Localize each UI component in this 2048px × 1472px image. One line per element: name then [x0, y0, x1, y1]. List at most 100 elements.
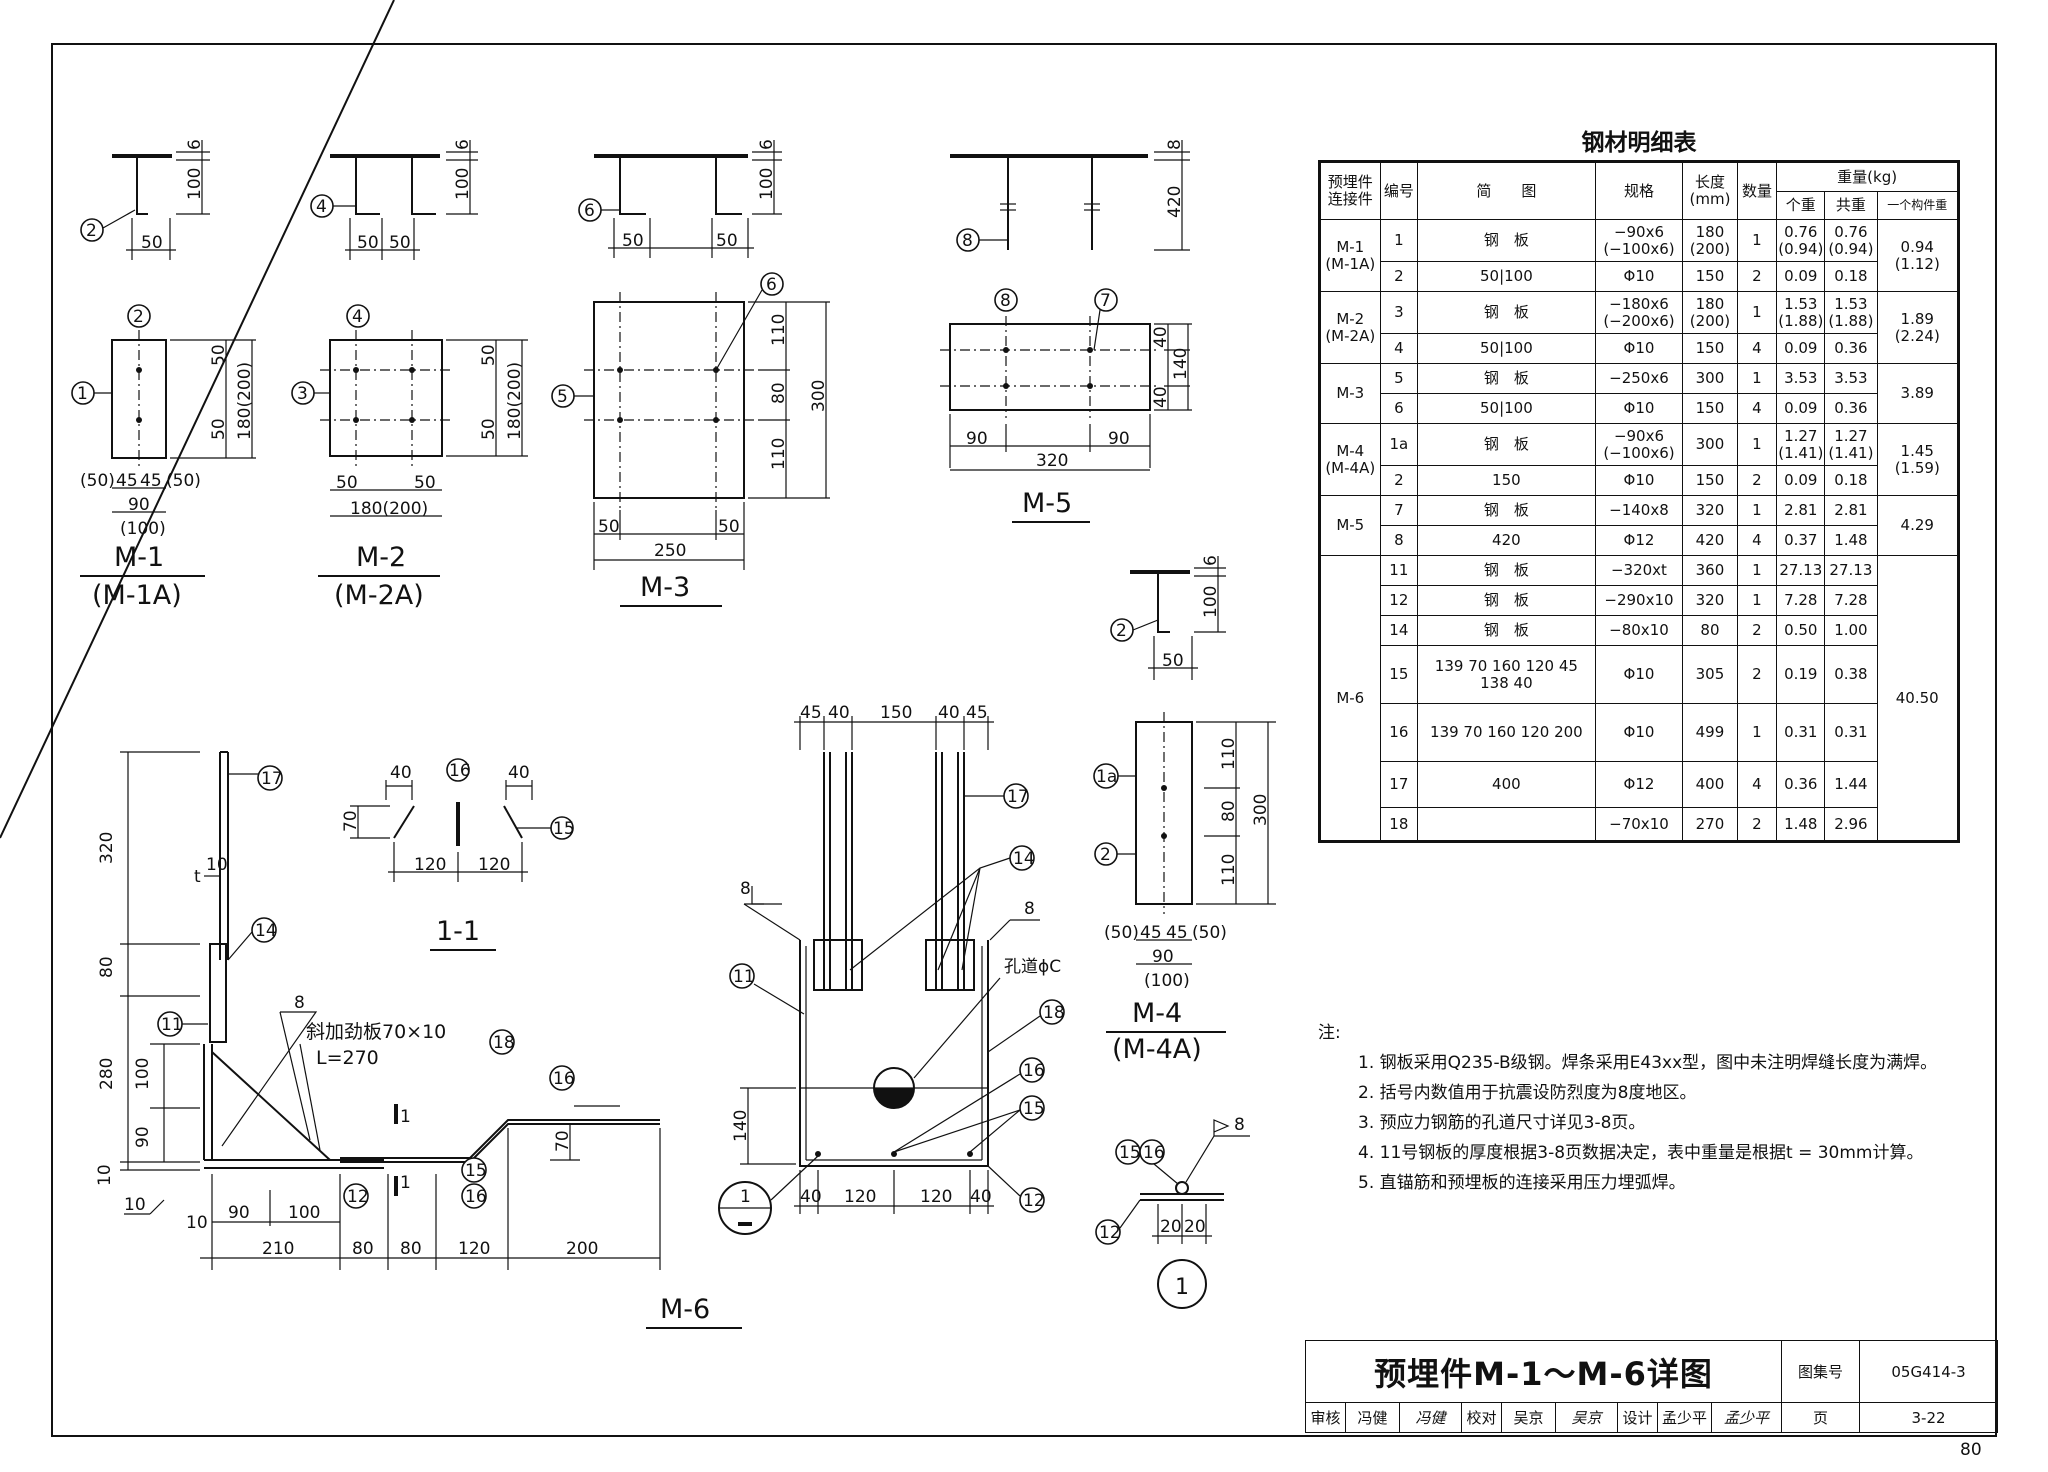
cell-unit: 0.19: [1776, 645, 1826, 704]
cell-no: 11: [1379, 555, 1419, 586]
cell-no: 8: [1379, 525, 1419, 556]
svg-text:90: 90: [228, 1203, 250, 1223]
svg-text:40: 40: [828, 703, 850, 723]
svg-text:140: 140: [731, 1110, 751, 1142]
svg-text:(100): (100): [120, 519, 166, 539]
svg-text:120: 120: [478, 855, 510, 875]
m6-annot-stiffener: 斜加劲板70×10: [306, 1021, 446, 1043]
svg-text:45: 45: [800, 703, 822, 723]
cell-length: 305: [1682, 645, 1738, 704]
cell-unit: 2.81: [1776, 495, 1826, 526]
cell-total: 0.76 (0.94): [1824, 219, 1878, 262]
designer-name: 孟少平: [1657, 1402, 1712, 1433]
svg-text:420: 420: [1165, 186, 1185, 218]
svg-text:8: 8: [962, 231, 973, 251]
cell-no: 2: [1379, 465, 1419, 496]
atlas-label: 图集号: [1781, 1340, 1861, 1403]
svg-text:90: 90: [133, 1126, 153, 1148]
svg-text:110: 110: [1219, 738, 1239, 770]
svg-text:17: 17: [1007, 787, 1029, 807]
drawing-m2: 6 100 50 50 4 4 3 50 50 180(200) 50 50 1…: [291, 139, 528, 611]
cell-sketch: 139 70 160 120 45 138 40: [1417, 645, 1596, 704]
note-1: 1. 钢板采用Q235-B级钢。焊条采用E43xx型，图中未注明焊缝长度为满焊。: [1358, 1053, 1938, 1073]
svg-text:15: 15: [1023, 1099, 1045, 1119]
cell-qty: 2: [1736, 615, 1778, 646]
cell-unit: 0.09: [1776, 393, 1826, 424]
svg-text:70: 70: [553, 1130, 573, 1152]
cell-member: 0.94 (1.12): [1876, 219, 1959, 292]
svg-text:15: 15: [1119, 1143, 1141, 1163]
cell-sketch: 50|100: [1417, 393, 1596, 424]
drawing-detail-1: 15 16 8 12 20 20 1: [1095, 1115, 1250, 1309]
cell-spec: Φ12: [1594, 761, 1684, 808]
svg-text:40: 40: [390, 763, 412, 783]
cell-sketch: 50|100: [1417, 333, 1596, 364]
cell-spec: −250x6: [1594, 363, 1684, 394]
cell-no: 6: [1379, 393, 1419, 424]
svg-text:80: 80: [352, 1239, 374, 1259]
col-weight: 重量(kg): [1776, 161, 1959, 192]
svg-text:180(200): 180(200): [350, 499, 428, 519]
cell-sketch: 钢 板: [1417, 555, 1596, 586]
svg-text:50: 50: [716, 231, 738, 251]
cell-length: 320: [1682, 585, 1738, 616]
cell-total: 0.31: [1824, 703, 1878, 762]
cell-no: 1a: [1379, 423, 1419, 466]
svg-text:t: t: [194, 867, 201, 887]
cell-unit: 0.50: [1776, 615, 1826, 646]
m1-dim-6: 6: [185, 139, 205, 150]
cell-qty: 2: [1736, 261, 1778, 292]
sheet-border: [51, 43, 1997, 1437]
m4-title: M-4: [1132, 998, 1182, 1029]
svg-text:110: 110: [1219, 854, 1239, 886]
svg-text:12: 12: [1099, 1223, 1121, 1243]
drawing-m1: 6 100 50 2 2 1 50 50 180(200) (50) 45 45…: [71, 139, 256, 611]
col-spec: 规格: [1594, 161, 1684, 220]
svg-text:210: 210: [262, 1239, 294, 1259]
design-label: 设计: [1617, 1402, 1658, 1433]
svg-text:8: 8: [1000, 291, 1011, 311]
cell-sketch: 50|100: [1417, 261, 1596, 292]
svg-text:15: 15: [465, 1161, 487, 1181]
svg-text:12: 12: [347, 1187, 369, 1207]
col-no: 编号: [1379, 161, 1419, 220]
cell-length: 360: [1682, 555, 1738, 586]
cell-length: 180 (200): [1682, 291, 1738, 334]
svg-text:20: 20: [1160, 1217, 1182, 1237]
svg-text:45: 45: [140, 471, 162, 491]
cell-unit: 0.09: [1776, 333, 1826, 364]
atlas-number: 05G414-3: [1859, 1340, 1999, 1403]
svg-text:2: 2: [86, 221, 97, 241]
cell-sketch: 400: [1417, 761, 1596, 808]
table-title: 钢材明细表: [1581, 130, 1697, 156]
drawing-m6-front: 45 40 150 40 45 40 120 120 40 140 17 14 …: [718, 703, 1065, 1235]
svg-text:6: 6: [453, 139, 473, 150]
m4a-title: (M-4A): [1112, 1034, 1202, 1065]
svg-text:40: 40: [800, 1187, 822, 1207]
cell-sketch: 420: [1417, 525, 1596, 556]
cell-spec: Φ12: [1594, 525, 1684, 556]
cell-sketch: 钢 板: [1417, 363, 1596, 394]
cell-qty: 4: [1736, 761, 1778, 808]
section-1-1-title: 1-1: [436, 916, 480, 947]
svg-text:45: 45: [1140, 923, 1162, 943]
title-block: 预埋件M-1～M-6详图 图集号 05G414-3 审核 冯健 冯健 校对 吴京…: [1304, 1340, 1999, 1433]
svg-text:90: 90: [966, 429, 988, 449]
cell-qty: 1: [1736, 585, 1778, 616]
cell-unit: 1.48: [1776, 807, 1826, 842]
cell-qty: 2: [1736, 465, 1778, 496]
svg-text:80: 80: [97, 956, 117, 978]
cell-spec: −70x10: [1594, 807, 1684, 842]
cell-length: 80: [1682, 615, 1738, 646]
cell-length: 499: [1682, 703, 1738, 762]
note-5: 5. 直锚筋和预埋板的连接采用压力埋弧焊。: [1358, 1173, 1686, 1193]
svg-text:180(200): 180(200): [505, 362, 525, 440]
cell-qty: 1: [1736, 703, 1778, 762]
